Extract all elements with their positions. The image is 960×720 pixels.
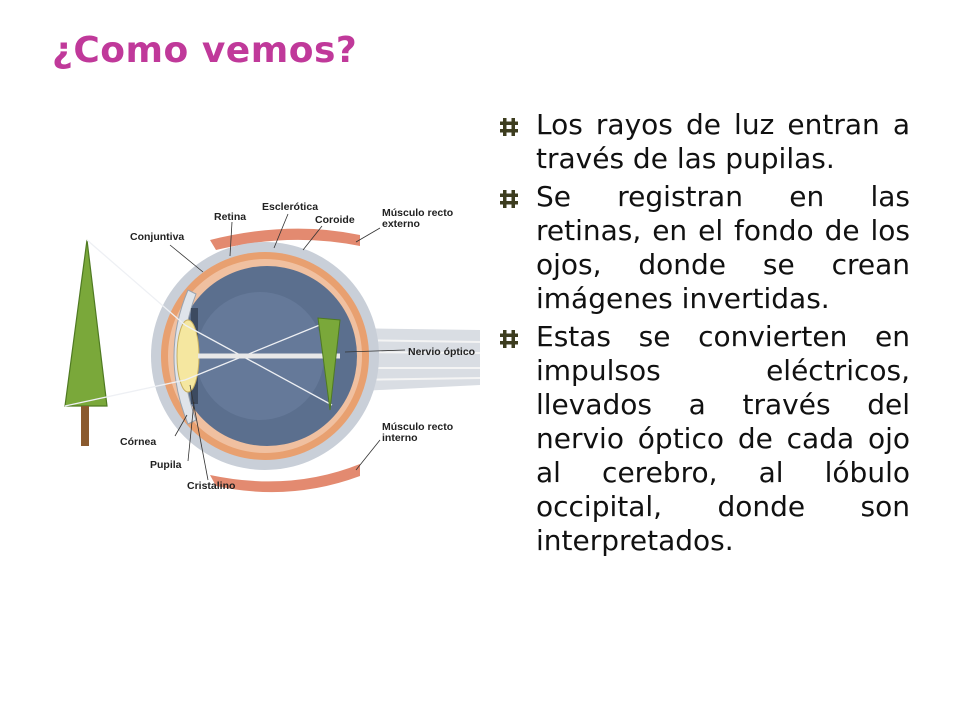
eye-diagram-svg: Conjuntiva Retina Esclerótica Coroide Mú… — [64, 201, 481, 493]
page-title: ¿Como vemos? — [52, 30, 358, 71]
label-musculo-externo: Músculo recto — [382, 207, 453, 219]
label-esclerotica: Esclerótica — [262, 201, 318, 213]
label-musculo-interno: Músculo recto — [382, 421, 453, 433]
label-pupila: Pupila — [150, 459, 182, 471]
list-item: Los rayos de luz entran a través de las … — [498, 108, 910, 176]
inverted-image-icon — [317, 317, 341, 411]
bullet-text: Se registran en las retinas, en el fondo… — [536, 180, 910, 315]
list-item: Estas se convierten en impulsos eléctric… — [498, 320, 910, 558]
eye-diagram: Conjuntiva Retina Esclerótica Coroide Mú… — [60, 180, 490, 500]
hash-bullet-icon — [498, 328, 522, 354]
bullet-text: Los rayos de luz entran a través de las … — [536, 108, 910, 175]
hash-bullet-icon — [498, 188, 522, 214]
bullet-text: Estas se convierten en impulsos eléctric… — [536, 320, 910, 557]
light-rays — [64, 239, 333, 407]
label-retina: Retina — [214, 211, 246, 223]
bullet-list: Los rayos de luz entran a través de las … — [498, 108, 910, 562]
label-coroide: Coroide — [315, 214, 355, 226]
list-item: Se registran en las retinas, en el fondo… — [498, 180, 910, 316]
label-cornea: Córnea — [120, 436, 156, 448]
label-cristalino: Cristalino — [187, 480, 235, 492]
label-conjuntiva: Conjuntiva — [130, 231, 184, 243]
muscle-internal — [210, 464, 360, 493]
tree-icon — [64, 239, 108, 446]
label-nervio: Nervio óptico — [408, 346, 475, 358]
muscle-external — [210, 228, 360, 250]
hash-bullet-icon — [498, 116, 522, 142]
label-musculo-externo-2: externo — [382, 218, 420, 230]
label-musculo-interno-2: interno — [382, 432, 418, 444]
